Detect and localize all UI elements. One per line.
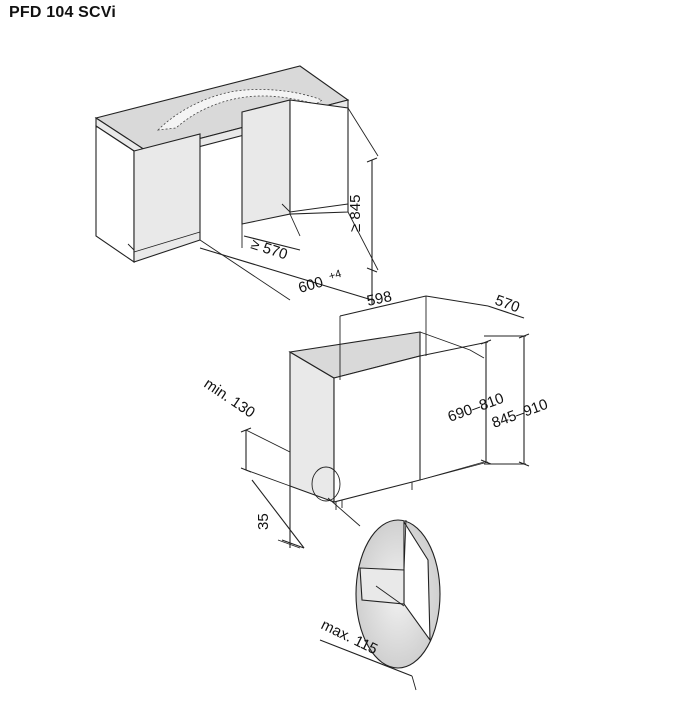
dim-plinth-offset: 35 (255, 513, 272, 530)
dim-appliance-depth: 570 (493, 292, 522, 317)
appliance-front (333, 355, 421, 503)
dim-niche-depth: ≥ 570 (249, 236, 290, 264)
dim-appliance-width: 598 (365, 288, 393, 310)
worktop-cutout (156, 89, 323, 131)
detail-drawing (319, 519, 441, 691)
product-title: PFD 104 SCVi (9, 4, 117, 21)
dim-niche-width: 600 (296, 274, 325, 297)
appliance-drawing (240, 295, 530, 549)
dim-niche-width-tolerance: +4 (328, 268, 343, 283)
dim-plinth-min: min. 130 (201, 375, 258, 421)
right-cabinet-front (289, 99, 349, 215)
dim-niche-height: ≥ 845 (347, 195, 364, 232)
detail-callout (311, 466, 341, 502)
left-cabinet-side (133, 133, 201, 263)
niche-drawing (94, 65, 379, 304)
